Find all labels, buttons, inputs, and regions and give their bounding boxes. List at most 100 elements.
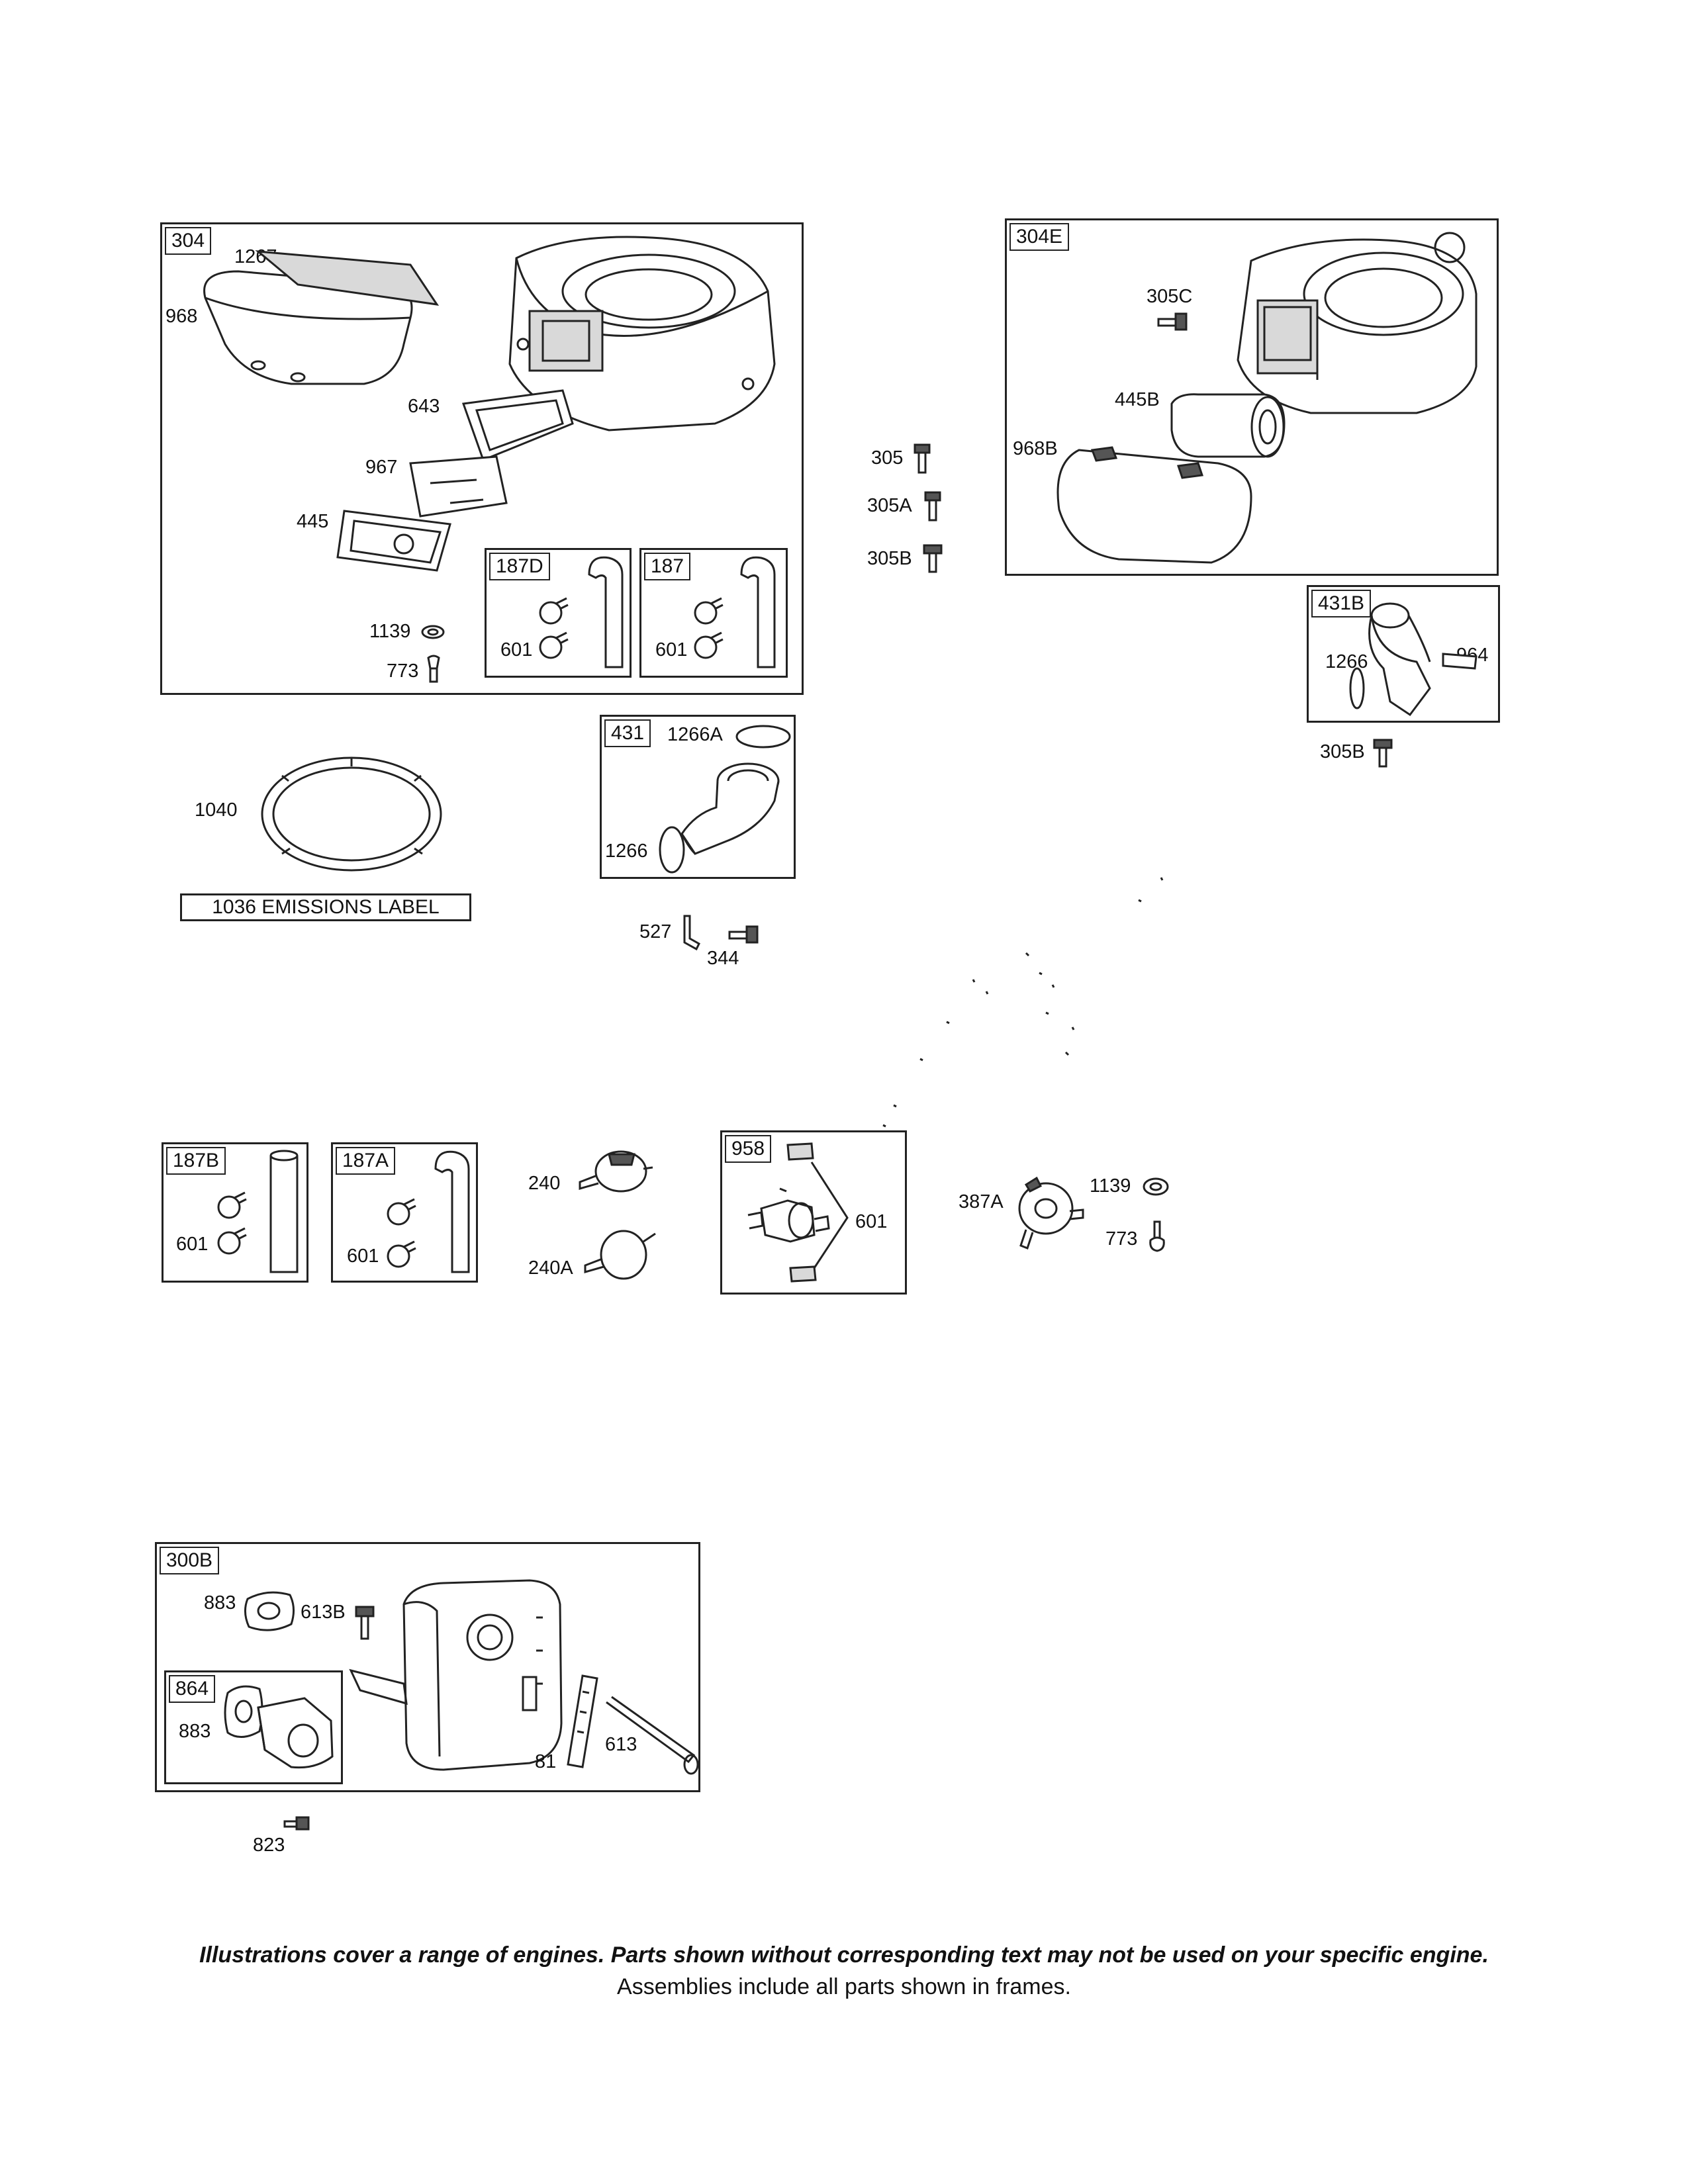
hose-clamp-icon bbox=[694, 597, 724, 625]
air-filter-housing-icon bbox=[461, 389, 574, 461]
air-intake-elbow-icon bbox=[680, 762, 780, 855]
part-label-1266a: 1266A bbox=[667, 724, 723, 745]
hose-clamp-icon bbox=[539, 631, 569, 659]
hose-clamp-icon bbox=[694, 631, 724, 659]
screw-icon bbox=[283, 1816, 310, 1831]
frame-187: 187 bbox=[639, 548, 788, 678]
blower-housing-icon bbox=[1237, 232, 1477, 414]
frame-tag: 187B bbox=[166, 1147, 226, 1175]
air-filter-label-icon bbox=[409, 455, 508, 518]
part-label-387a: 387A bbox=[959, 1191, 1004, 1212]
screw-icon bbox=[1149, 1220, 1165, 1252]
hose-clamp-icon bbox=[387, 1240, 416, 1268]
frame-tag: 187A bbox=[336, 1147, 396, 1175]
screw-icon bbox=[1157, 312, 1188, 331]
part-label-305c: 305C bbox=[1147, 286, 1193, 307]
frame-tag: 304E bbox=[1009, 223, 1070, 251]
assemblies-note: Assemblies include all parts shown in fr… bbox=[617, 1974, 1071, 1999]
part-label-1266: 1266 bbox=[1325, 651, 1368, 672]
part-label-305: 305 bbox=[871, 447, 904, 469]
washer-icon bbox=[1143, 1177, 1169, 1196]
part-label-773: 773 bbox=[387, 660, 419, 682]
hose-clamp-icon bbox=[217, 1227, 247, 1255]
part-label-305b: 305B bbox=[1320, 741, 1365, 762]
part-label-601: 601 bbox=[347, 1246, 379, 1267]
part-label-968b: 968B bbox=[1013, 438, 1058, 459]
air-intake-elbow-icon bbox=[1349, 602, 1477, 717]
fuel-line-icon bbox=[269, 1150, 299, 1273]
air-cleaner-cover-icon bbox=[203, 250, 440, 385]
part-label-305a: 305A bbox=[867, 495, 912, 516]
fuel-pump-icon bbox=[1018, 1176, 1084, 1250]
frame-958: 958 bbox=[720, 1130, 907, 1295]
hose-clamp-icon bbox=[387, 1198, 416, 1226]
part-label-445b: 445B bbox=[1115, 389, 1160, 410]
frame-tag: 864 bbox=[169, 1675, 216, 1703]
disclaimer-note: Illustrations cover a range of engines. … bbox=[199, 1942, 1489, 1968]
part-label-968: 968 bbox=[165, 306, 198, 327]
frame-864: 864 bbox=[164, 1670, 343, 1784]
part-label-344: 344 bbox=[707, 948, 739, 969]
frame-187a: 187A bbox=[331, 1142, 478, 1283]
part-label-445: 445 bbox=[297, 511, 329, 532]
part-label-1139: 1139 bbox=[369, 621, 411, 642]
washer-icon bbox=[421, 625, 445, 639]
frame-431b: 431B bbox=[1307, 585, 1500, 723]
muffler-guard-icon bbox=[567, 1674, 598, 1768]
fuel-line-icon bbox=[740, 556, 776, 668]
fuel-shutoff-valve-icon bbox=[747, 1142, 849, 1283]
hose-clamp-icon bbox=[539, 597, 569, 625]
part-label-1139: 1139 bbox=[1090, 1175, 1131, 1197]
frame-tag: 431 bbox=[604, 719, 651, 747]
part-label-240: 240 bbox=[528, 1173, 561, 1194]
part-label-1040: 1040 bbox=[195, 799, 238, 821]
frame-304: 304 bbox=[160, 222, 804, 695]
part-label-613: 613 bbox=[605, 1734, 637, 1755]
gasket-icon bbox=[244, 1591, 295, 1631]
part-label-305b: 305B bbox=[867, 548, 912, 569]
bracket-icon bbox=[683, 915, 700, 951]
gasket-icon bbox=[224, 1685, 263, 1738]
frame-431: 431 bbox=[600, 715, 796, 879]
exhaust-pipe-icon bbox=[606, 1696, 699, 1775]
frame-300b: 300B bbox=[155, 1542, 700, 1792]
hose-clamp-icon bbox=[217, 1191, 247, 1219]
frame-187b: 187B bbox=[162, 1142, 308, 1283]
part-label-81: 81 bbox=[535, 1751, 557, 1772]
fuel-filter-icon bbox=[584, 1230, 656, 1280]
gasket-icon bbox=[735, 725, 791, 749]
part-label-823: 823 bbox=[253, 1835, 285, 1856]
fuel-line-icon bbox=[434, 1150, 470, 1273]
part-label-601: 601 bbox=[176, 1234, 209, 1255]
screw-icon bbox=[924, 491, 941, 522]
emissions-label: 1036 EMISSIONS LABEL bbox=[180, 893, 471, 921]
screw-icon bbox=[923, 544, 943, 573]
frame-tag: 431B bbox=[1311, 590, 1372, 617]
gasket-icon bbox=[261, 756, 442, 872]
frame-304e: 304E bbox=[1005, 218, 1499, 576]
fuel-filter-icon bbox=[579, 1150, 653, 1193]
screw-icon bbox=[1373, 739, 1393, 768]
part-label-1266: 1266 bbox=[605, 841, 648, 862]
part-label-883: 883 bbox=[204, 1592, 236, 1614]
screw-icon bbox=[914, 443, 931, 474]
part-label-613b: 613B bbox=[301, 1602, 346, 1623]
air-filter-icon bbox=[1170, 393, 1286, 458]
frame-tag: 300B bbox=[160, 1547, 220, 1574]
part-label-527: 527 bbox=[639, 921, 672, 942]
air-filter-icon bbox=[336, 510, 451, 572]
frame-tag: 187D bbox=[489, 553, 550, 580]
part-label-773: 773 bbox=[1105, 1228, 1138, 1250]
fuel-line-icon bbox=[588, 556, 624, 668]
frame-tag: 958 bbox=[725, 1135, 772, 1163]
frame-187d: 187D bbox=[485, 548, 632, 678]
part-label-967: 967 bbox=[365, 457, 398, 478]
screw-icon bbox=[427, 655, 440, 683]
part-label-601: 601 bbox=[500, 639, 533, 660]
gasket-icon bbox=[659, 826, 685, 874]
frame-tag: 187 bbox=[644, 553, 691, 580]
air-cleaner-cover-icon bbox=[1056, 446, 1252, 564]
part-label-883: 883 bbox=[179, 1721, 211, 1742]
exhaust-manifold-icon bbox=[257, 1697, 334, 1769]
part-label-643: 643 bbox=[408, 396, 440, 417]
